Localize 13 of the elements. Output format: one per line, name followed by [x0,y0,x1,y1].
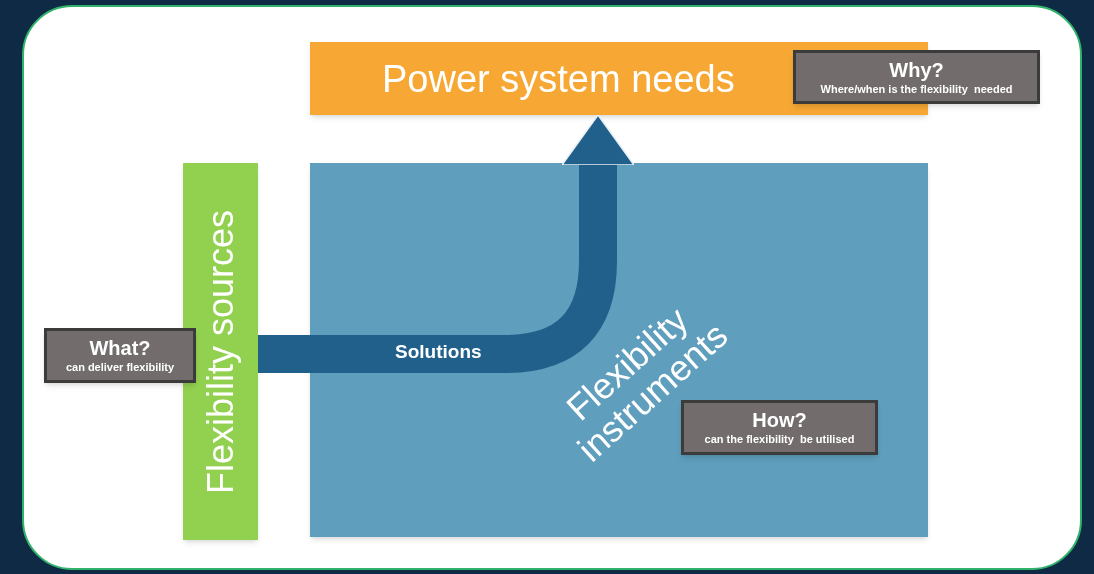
curved-arrow [258,114,635,373]
edge-label: Solutions [395,342,482,361]
sources-bar [183,163,258,540]
bar-title: Flexibility sources [202,209,239,494]
question-heading: What? [89,336,151,362]
question-heading: How? [752,408,807,434]
question-heading: Why? [889,57,944,83]
instruments-area [310,163,928,537]
question-box [793,50,1040,104]
question-subtitle: Where/when is the flexibility needed [820,82,1013,97]
question-box [44,328,196,383]
question-subtitle: can deliver flexibility [65,361,175,375]
bar-title: Power system needs [382,59,735,98]
